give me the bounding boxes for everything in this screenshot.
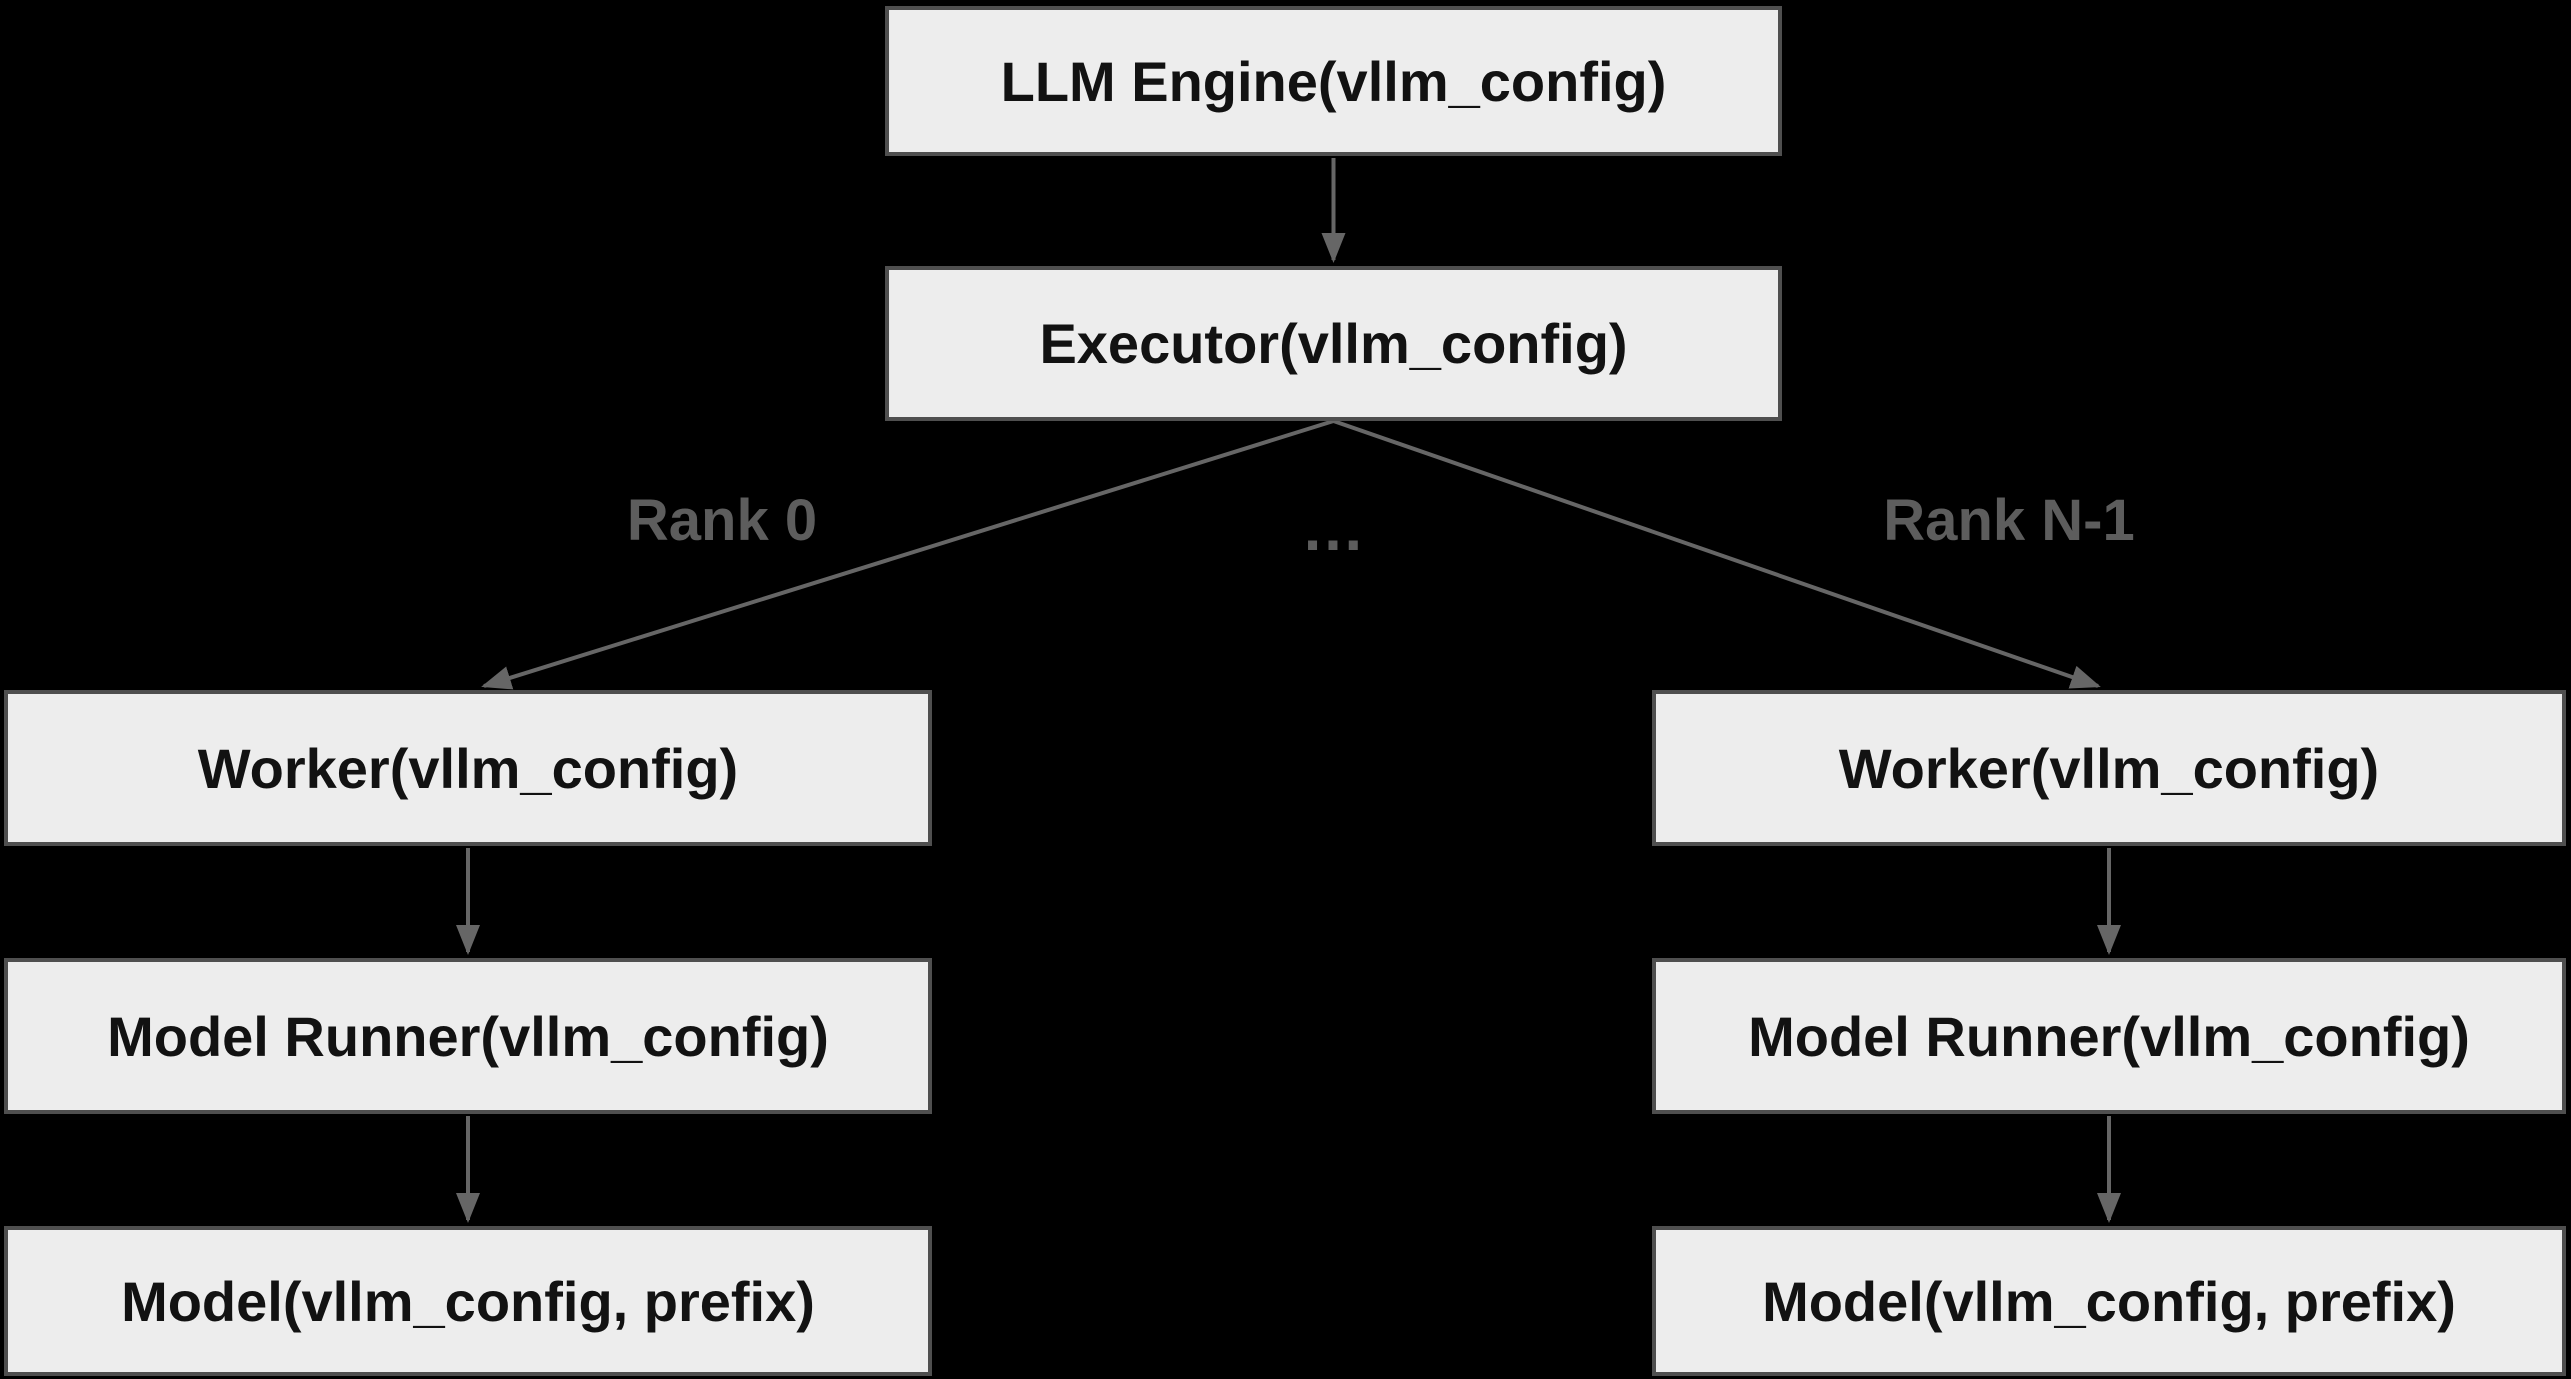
node-model-runner-rankn: Model Runner(vllm_config) [1652,958,2566,1114]
edge-executor-workern [1332,419,2101,689]
node-llm-engine: LLM Engine(vllm_config) [885,6,1782,156]
edge-label-rank-n-1: Rank N-1 [1883,488,2135,553]
node-worker-rankn: Worker(vllm_config) [1652,690,2566,846]
edge-label-rank-0: Rank 0 [626,488,818,553]
edge-executor-worker0 [481,419,1335,690]
node-model-runner-rank0: Model Runner(vllm_config) [4,958,932,1114]
node-model-rankn: Model(vllm_config, prefix) [1652,1226,2566,1376]
edge-label-ellipsis: … [1301,492,1365,564]
node-model-rank0: Model(vllm_config, prefix) [4,1226,932,1376]
node-executor: Executor(vllm_config) [885,266,1782,421]
node-worker-rank0: Worker(vllm_config) [4,690,932,846]
